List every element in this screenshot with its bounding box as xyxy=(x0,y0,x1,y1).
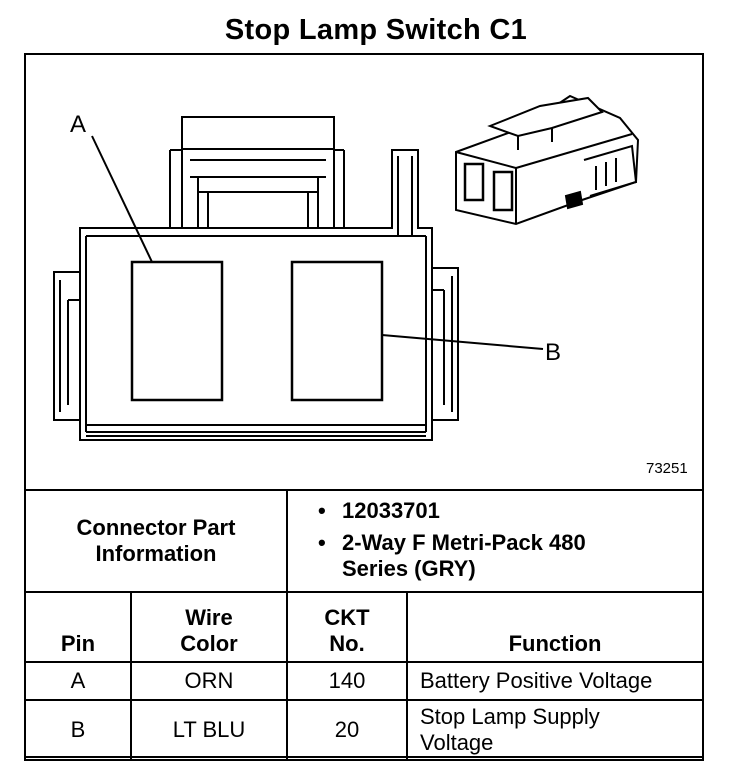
figure-number: 73251 xyxy=(646,460,688,477)
pin-table-header: Pin Wire Color CKT No. Function xyxy=(24,591,704,663)
cavity-a xyxy=(130,260,224,402)
list-item: •12033701 xyxy=(318,498,440,523)
table-row: A ORN 140 Battery Positive Voltage xyxy=(24,661,704,701)
callout-a: A xyxy=(70,111,86,138)
cell-wire-color: ORN xyxy=(130,661,288,701)
cell-wire-color: LT BLU xyxy=(130,699,288,761)
cell-function: Stop Lamp Supply Voltage xyxy=(406,699,704,761)
table-row: B LT BLU 20 Stop Lamp Supply Voltage xyxy=(24,699,704,761)
connector-info-label: Connector Part Information xyxy=(76,515,236,566)
cell-ckt-no: 20 xyxy=(286,699,408,761)
connector-3d-view xyxy=(455,94,640,226)
connector-info-list: •12033701 •2-Way F Metri-Pack 480 Series… xyxy=(318,498,702,582)
list-item: •2-Way F Metri-Pack 480 Series (GRY) xyxy=(318,530,586,581)
page-title: Stop Lamp Switch C1 xyxy=(224,14,528,46)
leader-line-b xyxy=(381,334,544,350)
connector-info-list-cell: •12033701 •2-Way F Metri-Pack 480 Series… xyxy=(286,489,704,593)
cell-ckt-no: 140 xyxy=(286,661,408,701)
cell-function: Battery Positive Voltage xyxy=(406,661,704,701)
connector-info-table: Connector Part Information •12033701 •2-… xyxy=(24,489,704,593)
callout-b: B xyxy=(545,339,561,366)
pin-table: Pin Wire Color CKT No. Function A ORN 14… xyxy=(24,591,704,761)
header-function: Function xyxy=(406,591,704,663)
cell-pin: A xyxy=(24,661,132,701)
header-pin: Pin xyxy=(24,591,132,663)
connector-info-label-cell: Connector Part Information xyxy=(24,489,288,593)
header-wire-color: Wire Color xyxy=(130,591,288,663)
bullet-icon: • xyxy=(318,498,326,523)
left-tab xyxy=(53,271,80,421)
header-ckt-no: CKT No. xyxy=(286,591,408,663)
leader-line-a xyxy=(91,135,153,263)
connector-body xyxy=(79,149,433,441)
cell-pin: B xyxy=(24,699,132,761)
cavity-b xyxy=(290,260,384,402)
right-tab xyxy=(432,267,459,421)
bullet-icon: • xyxy=(318,530,326,555)
